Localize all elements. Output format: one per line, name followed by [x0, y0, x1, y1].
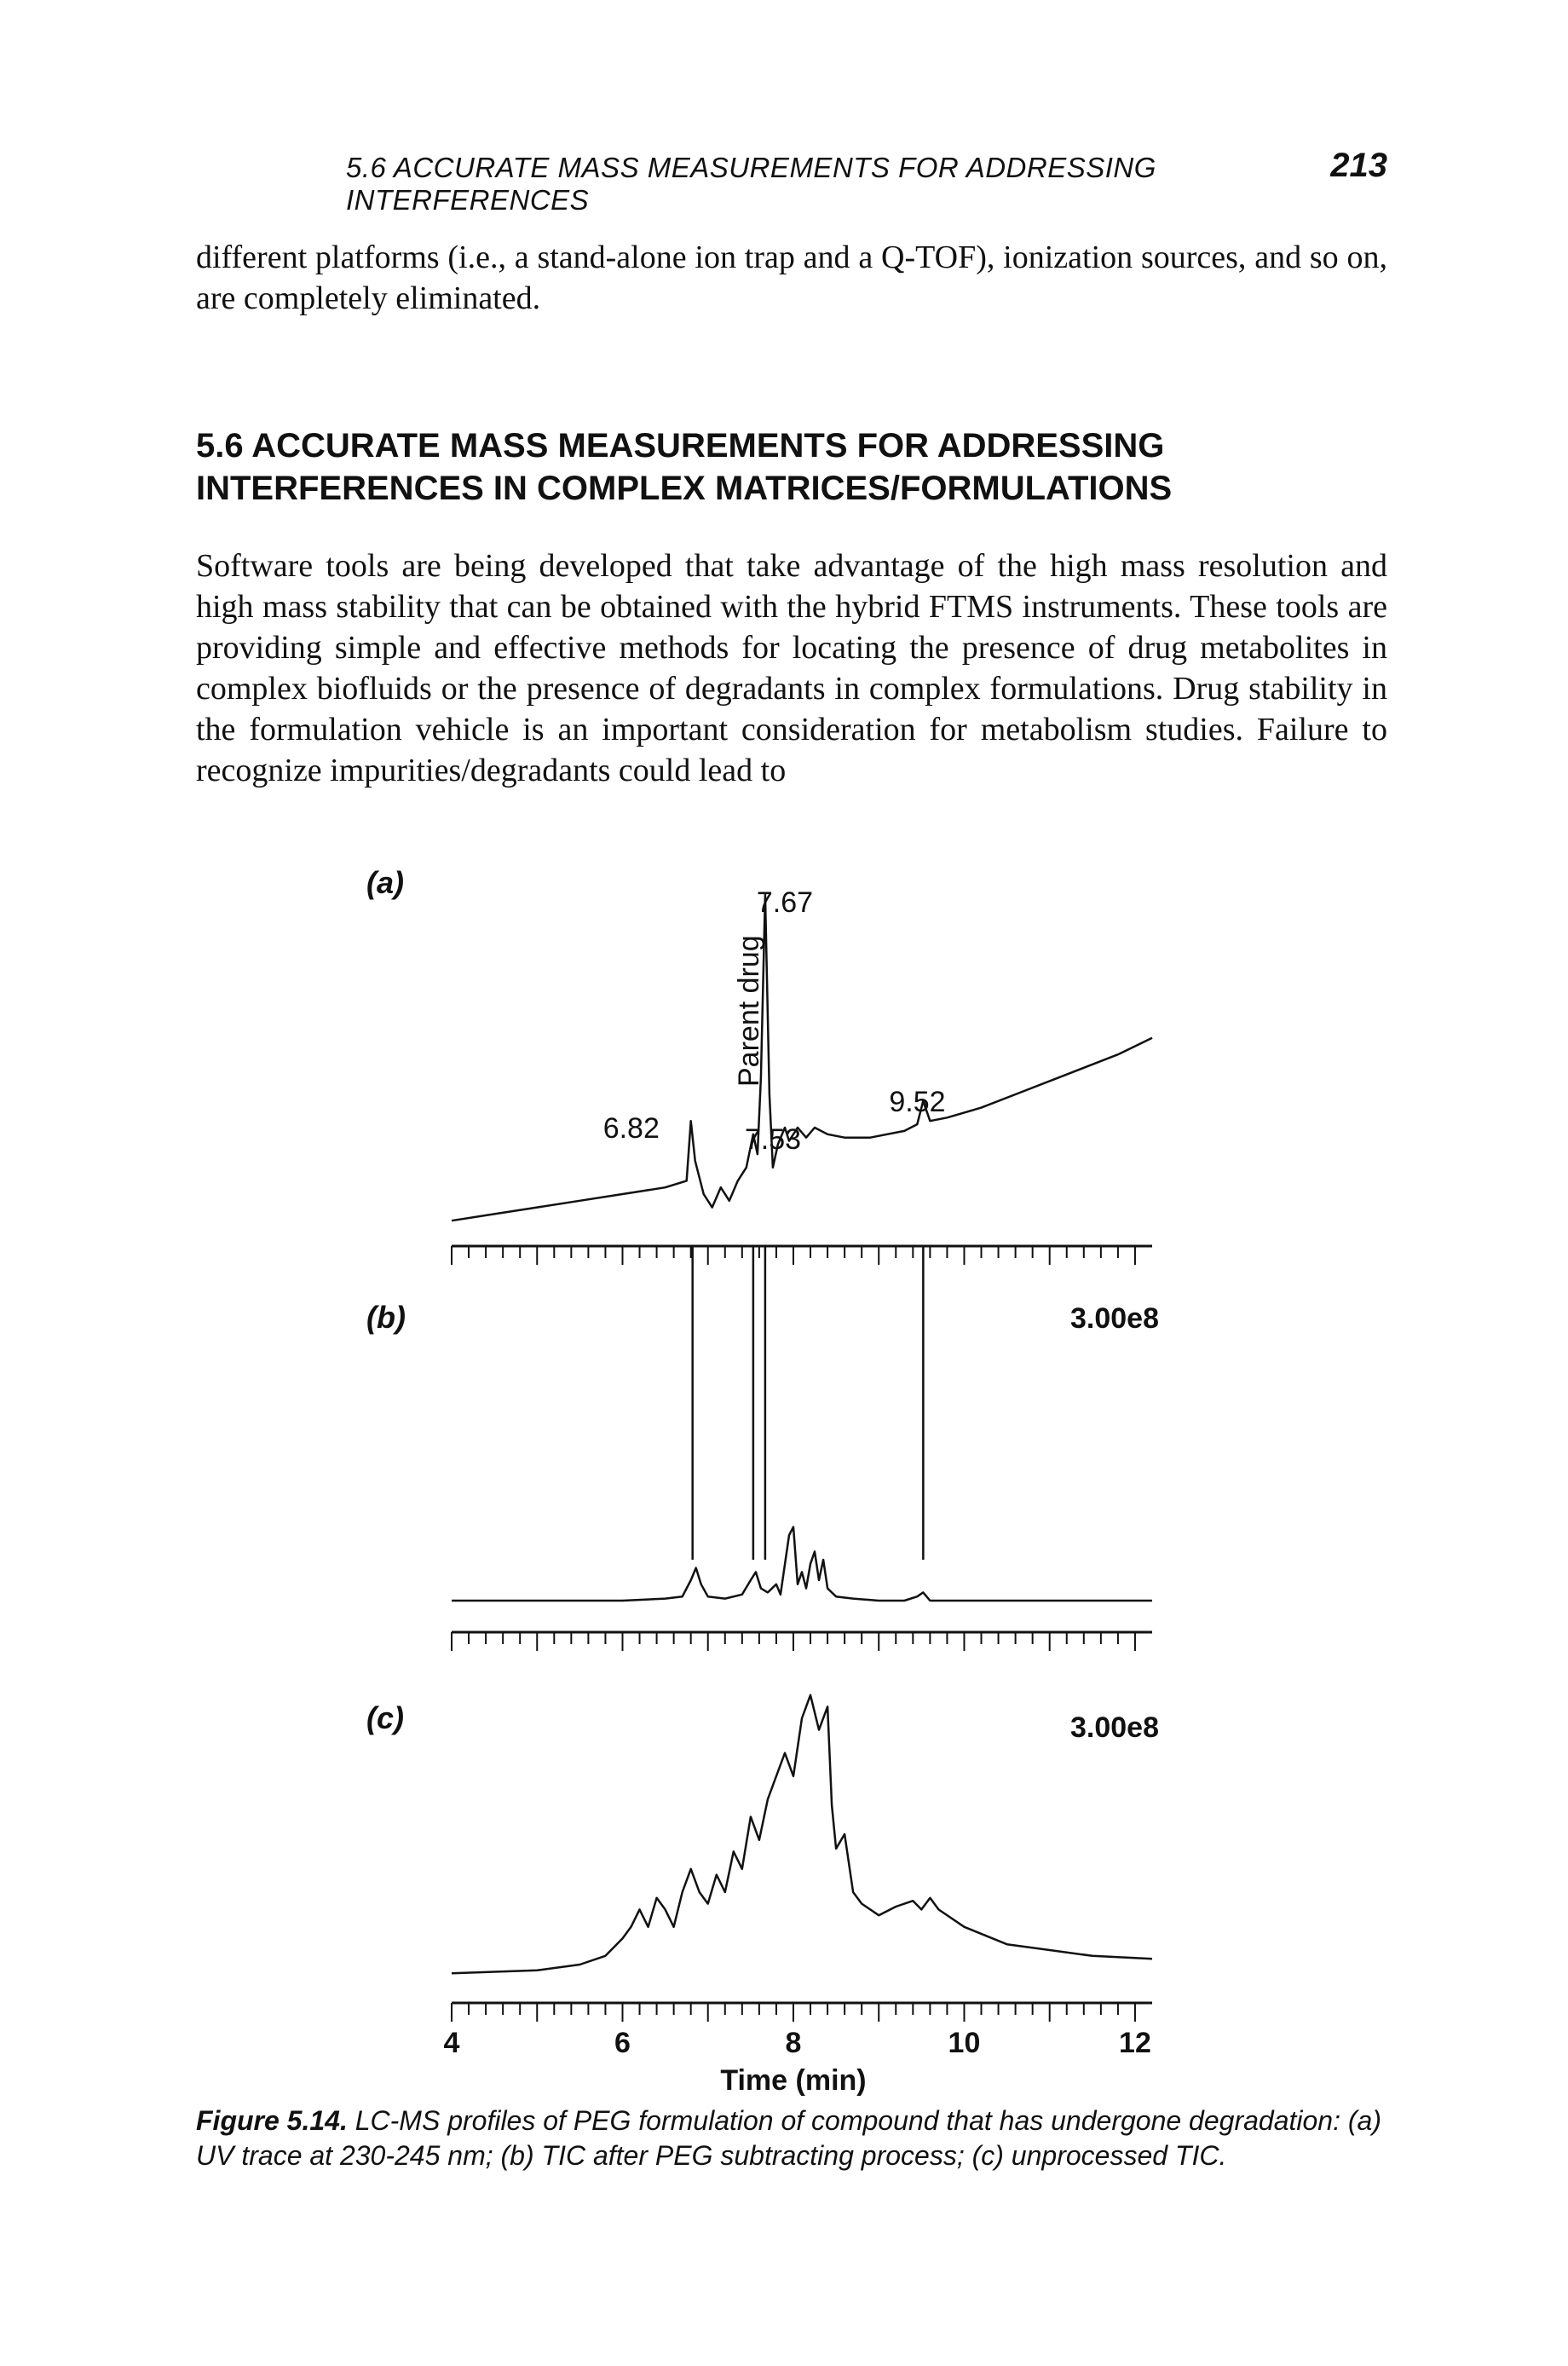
- x-tick-label-6: 6: [614, 2027, 631, 2059]
- panel-label-b: (b): [366, 1300, 406, 1335]
- paragraph-body: Software tools are being developed that …: [196, 548, 1387, 788]
- trace-uv-a: [451, 893, 1153, 1222]
- page-number: 213: [1330, 147, 1387, 184]
- figure-caption: Figure 5.14. LC-MS profiles of PEG formu…: [196, 2103, 1387, 2173]
- x-tick-label-4: 4: [444, 2027, 460, 2059]
- peak-label-7-53: 7.53: [745, 1123, 801, 1156]
- running-head: 5.6 ACCURATE MASS MEASUREMENTS FOR ADDRE…: [346, 152, 1156, 216]
- trace-tic-b: [452, 1526, 1152, 1602]
- panel-label-c: (c): [366, 1700, 404, 1735]
- parent-drug-label: Parent drug: [733, 935, 765, 1087]
- section-heading: 5.6 ACCURATE MASS MEASUREMENTS FOR ADDRE…: [196, 427, 1173, 507]
- figure-caption-text: LC-MS profiles of PEG formulation of com…: [196, 2105, 1381, 2171]
- scale-label-c: 3.00e8: [1070, 1711, 1159, 1744]
- trace-tic-c: [451, 1694, 1153, 1975]
- x-tick-label-8: 8: [786, 2027, 802, 2059]
- panel-label-a: (a): [366, 865, 404, 900]
- x-axis-label: Time (min): [720, 2064, 866, 2097]
- paragraph-continued: different platforms (i.e., a stand-alone…: [196, 239, 1387, 316]
- peak-label-6-82: 6.82: [603, 1112, 660, 1145]
- peak-label-7-67: 7.67: [757, 886, 813, 919]
- peak-label-9-52: 9.52: [889, 1086, 945, 1118]
- x-tick-label-10: 10: [948, 2027, 981, 2059]
- figure-caption-label: Figure 5.14.: [196, 2105, 348, 2136]
- scale-label-b: 3.00e8: [1070, 1302, 1159, 1335]
- x-tick-label-12: 12: [1119, 2027, 1151, 2059]
